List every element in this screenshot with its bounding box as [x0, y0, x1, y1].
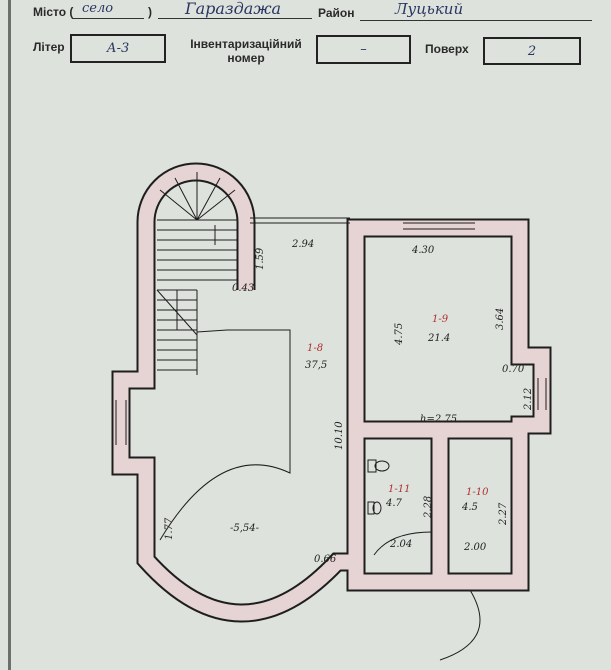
room-1-9-area: 21.4: [427, 333, 450, 344]
floor-value: 2: [527, 43, 537, 59]
floor-box: 2: [483, 37, 581, 65]
inventory-value: –: [360, 42, 367, 57]
inventory-label-line2: номер: [227, 51, 265, 65]
outdoor-outline: [439, 589, 481, 661]
staircase: [156, 172, 237, 375]
city-label: Місто (: [33, 5, 74, 19]
inventory-box: –: [316, 35, 411, 64]
dim-2-27: 2.27: [498, 502, 509, 526]
dim-1-59: 1.59: [255, 247, 266, 270]
dim-3-64: 3.64: [495, 308, 506, 330]
dim-2-00: 2.00: [463, 542, 487, 553]
district-value: Луцький: [395, 0, 464, 18]
liter-box: А-3: [70, 34, 166, 63]
dim-2-28: 2.28: [423, 496, 434, 519]
city-type-value: село: [82, 1, 114, 16]
dim-0-70: 0.70: [502, 364, 525, 375]
dim-4-75: 4.75: [394, 323, 405, 346]
city-close-paren: ): [148, 5, 152, 19]
room-1-11-area: 4.7: [385, 498, 403, 509]
inventory-label-line1: Інвентаризаційний: [190, 37, 302, 51]
window-room-9: [403, 222, 475, 230]
room-1-10-area: 4.5: [461, 502, 478, 513]
dim-0-43: 0.43: [232, 283, 254, 294]
dim-5-54: -5,54-: [230, 523, 260, 534]
window-right: [537, 378, 547, 410]
room-1-9-id: 1-9: [432, 314, 449, 325]
district-label: Район: [318, 6, 355, 20]
liter-value: А-3: [106, 41, 130, 56]
inventory-label: Інвентаризаційний номер: [183, 37, 309, 65]
dim-1-77: 1.77: [164, 517, 175, 540]
window-left: [115, 400, 127, 445]
room-1-10-id: 1-10: [466, 487, 489, 498]
ceiling-height: h=2.75: [420, 414, 457, 425]
dim-4-30: 4.30: [411, 245, 435, 256]
dim-2-94: 2.94: [291, 239, 314, 250]
dim-0-66: 0.66: [314, 554, 337, 565]
dim-10-10: 10.10: [334, 421, 345, 450]
room-1-11-id: 1-11: [388, 484, 410, 495]
city-type-underline: [72, 18, 144, 19]
dim-2-04: 2.04: [389, 539, 412, 550]
window-top-left: [250, 217, 350, 224]
city-name-underline: [158, 18, 312, 19]
liter-label: Літер: [33, 40, 65, 54]
landing-outline: [159, 329, 291, 541]
room-1-8-area: 37,5: [305, 360, 327, 371]
room-1-8-id: 1-8: [307, 343, 323, 354]
walls: [111, 162, 552, 623]
floor-label: Поверх: [425, 42, 469, 56]
door-swing: [373, 531, 433, 556]
page-binding-edge: [8, 0, 11, 670]
city-name-value: Гараздажа: [185, 0, 282, 18]
toilet-icon: [367, 459, 390, 515]
district-underline: [360, 20, 592, 21]
dim-2-12: 2.12: [523, 388, 534, 411]
